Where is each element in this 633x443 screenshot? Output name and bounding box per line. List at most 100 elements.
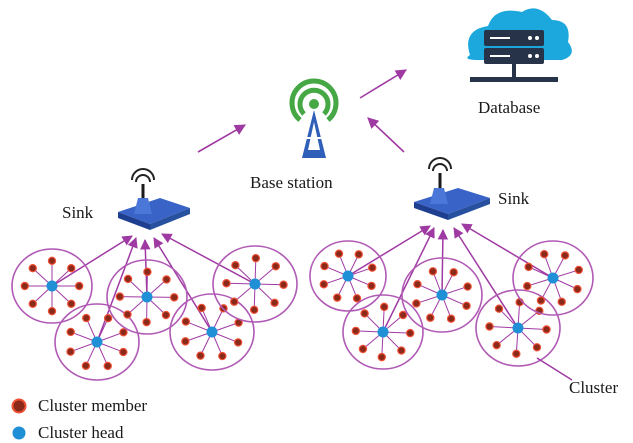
cluster-member-node <box>28 264 37 273</box>
cluster-member-node <box>279 280 288 289</box>
cluster-member-node <box>196 351 205 360</box>
cluster-member-node <box>143 267 152 277</box>
cluster-head-node <box>342 270 354 282</box>
cluster-member-node <box>351 326 361 336</box>
sink-right-label: Sink <box>498 189 530 208</box>
cluster-outline <box>309 240 387 312</box>
cluster-member-node <box>536 296 546 305</box>
cluster-member-node <box>82 313 91 323</box>
cluster-member-node <box>485 322 494 331</box>
arrow-base-to-database <box>359 69 407 99</box>
cluster-member-node <box>524 262 533 272</box>
legend-head-label: Cluster head <box>38 423 124 442</box>
cluster-member-node <box>320 261 329 271</box>
cluster-member-node <box>542 325 551 334</box>
cluster <box>169 293 255 371</box>
cluster-member-node <box>20 281 29 291</box>
cluster-member-node <box>358 344 368 354</box>
cluster-member-node <box>222 279 231 288</box>
cluster-member-node <box>492 340 501 350</box>
cluster-member-node <box>67 264 76 273</box>
cluster-member-node <box>512 349 521 358</box>
cluster-member-node <box>271 262 280 271</box>
cluster-member-node <box>181 317 191 326</box>
cluster-outline <box>401 257 483 333</box>
cluster-member-node <box>352 294 362 303</box>
cluster-member-node <box>540 249 549 259</box>
cluster-member-node <box>249 305 259 315</box>
cluster-member-node <box>67 299 76 308</box>
cluster-head-node <box>46 280 58 292</box>
cluster-member-node <box>462 301 471 311</box>
cluster-head-node <box>206 326 218 338</box>
cluster-member-node <box>319 280 328 289</box>
cluster-member-node <box>560 251 570 260</box>
base-station-icon <box>289 78 339 158</box>
cluster <box>106 259 188 335</box>
cluster-member-node <box>103 313 113 323</box>
cluster <box>401 257 483 333</box>
cluster-member-node <box>103 361 112 371</box>
cluster-member-node <box>494 304 504 313</box>
cluster-member-node <box>119 328 128 337</box>
sink-right-icon <box>414 157 490 220</box>
arrow-sink-left-to-base <box>197 124 246 153</box>
cluster-member-node <box>47 306 57 316</box>
cluster-member-node <box>169 293 179 302</box>
cluster-member-node <box>334 249 344 258</box>
cluster-member-node <box>233 338 243 347</box>
cluster <box>475 289 561 367</box>
uplink-arrows <box>197 69 407 153</box>
legend-head-dot <box>12 426 26 440</box>
cluster-head-node <box>512 322 524 334</box>
cluster-member-node <box>463 282 472 291</box>
cluster-member-node <box>397 346 406 355</box>
cluster-member-node <box>142 317 151 327</box>
cluster <box>309 240 387 312</box>
cluster-member-node <box>47 256 57 266</box>
cluster-member-node <box>119 347 128 357</box>
cluster <box>512 240 594 316</box>
cluster-member-node <box>181 337 190 346</box>
cluster-head-node <box>91 336 103 348</box>
cluster-member-node <box>426 313 435 322</box>
cluster-member-node <box>74 281 84 291</box>
cluster-pointer-line <box>536 357 573 381</box>
cluster-outline <box>169 293 255 371</box>
cluster-outline <box>512 240 594 316</box>
cluster-member-node <box>231 261 240 270</box>
cluster-outline <box>11 248 93 324</box>
cluster-to-sink-right-arrows <box>347 223 554 333</box>
legend-member-dot <box>11 398 27 414</box>
cluster-member-node <box>413 279 422 289</box>
cluster-member-node <box>161 310 171 320</box>
cluster-member-node <box>123 310 132 319</box>
base-station-label: Base station <box>250 173 333 192</box>
cluster <box>212 245 298 323</box>
cluster-head-node <box>436 289 448 301</box>
cluster-member-node <box>379 302 389 312</box>
cluster-member-node <box>377 352 387 362</box>
cluster-member-node <box>360 309 369 318</box>
cluster-outline <box>54 303 140 381</box>
sink-left-label: Sink <box>62 203 94 222</box>
cluster-member-node <box>523 281 532 291</box>
clusters <box>11 240 594 381</box>
cluster-member-node <box>367 281 376 291</box>
cluster-head-node <box>377 326 389 338</box>
cluster-member-node <box>428 267 438 276</box>
cluster-member-node <box>368 263 377 272</box>
cluster-label: Cluster <box>569 378 619 397</box>
cluster-member-node <box>81 361 91 371</box>
cluster-head-node <box>141 291 153 303</box>
cluster-member-node <box>251 253 261 263</box>
cluster-member-node <box>398 310 408 320</box>
cluster-member-node <box>354 250 363 259</box>
cluster-member-node <box>270 298 279 307</box>
legend-member-label: Cluster member <box>38 396 148 415</box>
cluster-member-node <box>162 275 171 284</box>
cluster-member-node <box>66 347 75 356</box>
cluster-member-node <box>333 293 342 302</box>
cluster-member-node <box>66 327 75 337</box>
